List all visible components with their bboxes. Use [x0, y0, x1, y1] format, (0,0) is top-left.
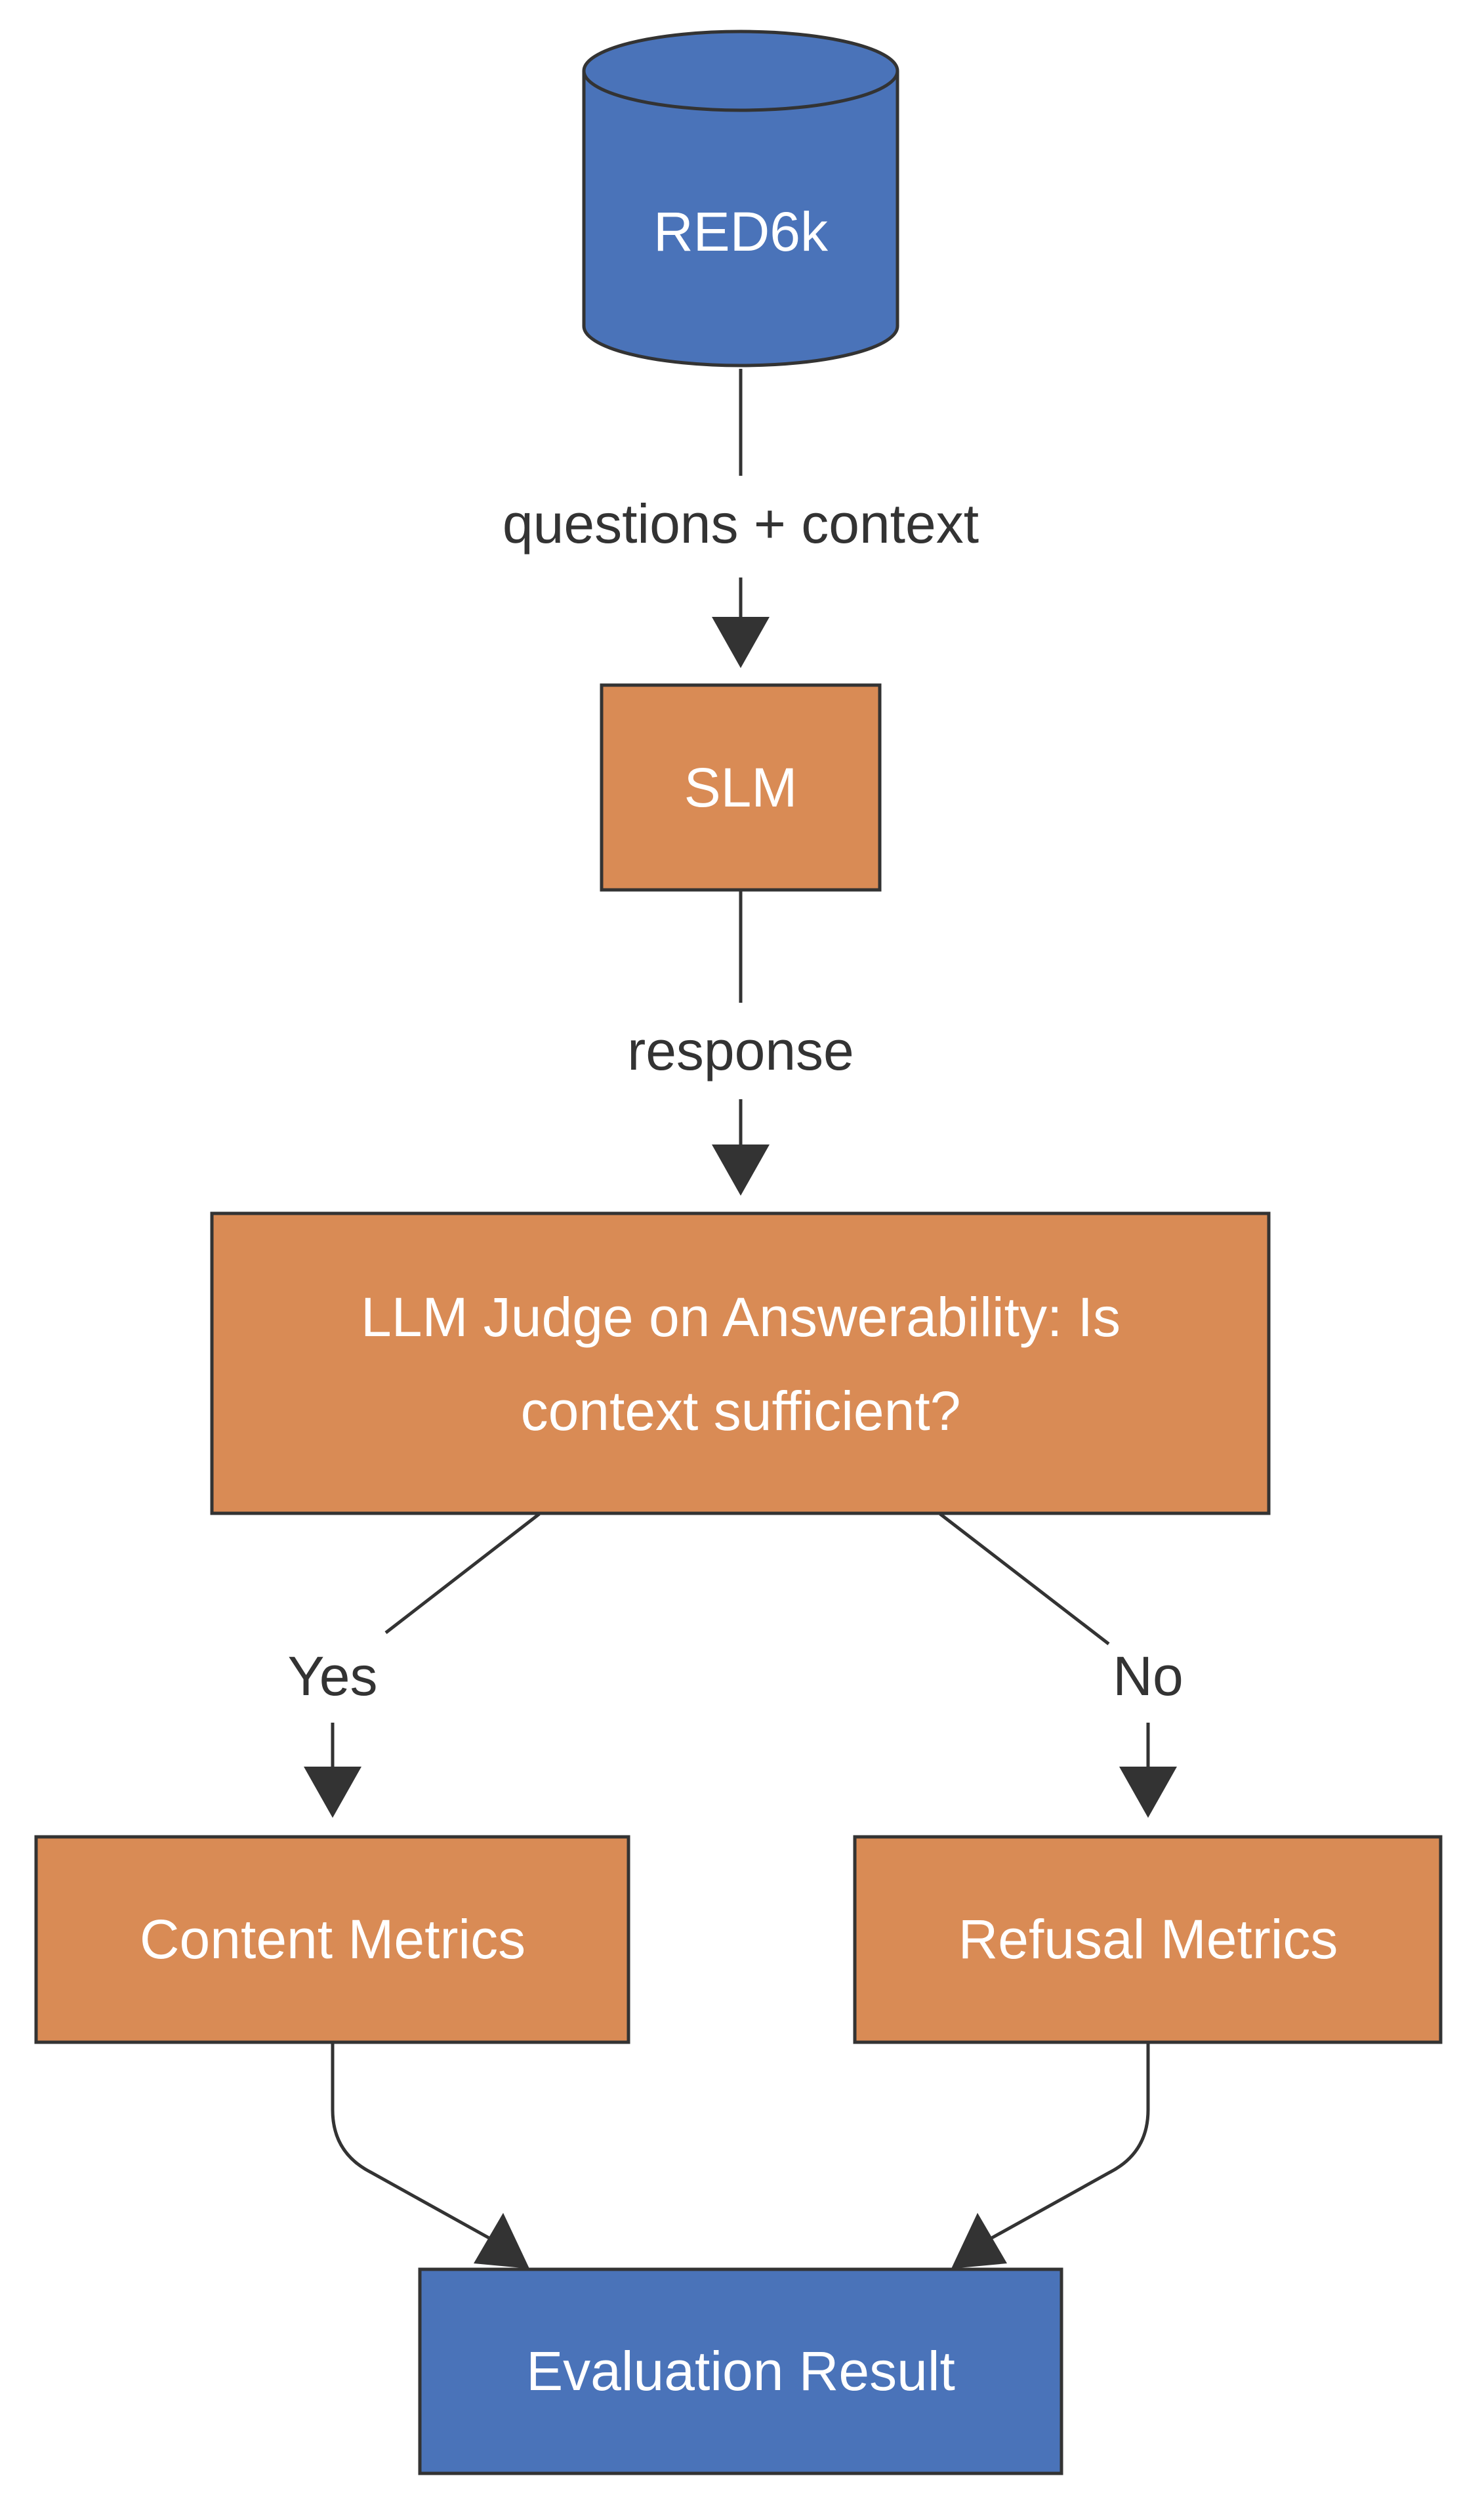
- node-label-judge-line2: context sufficient?: [521, 1380, 961, 1442]
- node-refusal-metrics: Refusal Metrics: [853, 1835, 1443, 2044]
- edge-line: [384, 1513, 541, 1634]
- node-label-content-metrics: Content Metrics: [140, 1908, 525, 1970]
- database-top: [582, 30, 899, 112]
- edge-label-questions-context: questions + context: [503, 493, 979, 555]
- node-label-slm: SLM: [684, 757, 798, 818]
- node-box: [853, 1835, 1443, 2044]
- edge-line: [939, 1513, 1110, 1645]
- edge-line: [991, 2042, 1150, 2240]
- arrowhead-icon: [951, 2213, 1007, 2269]
- node-content-metrics: Content Metrics: [34, 1835, 630, 2044]
- node-label-evaluation-result: Evaluation Result: [526, 2340, 955, 2402]
- edge-label-no: No: [1113, 1645, 1183, 1707]
- edge-judge-yes: Yes: [287, 1513, 541, 1818]
- arrowhead-icon: [712, 1144, 770, 1196]
- node-dataset: RED6k: [582, 30, 899, 368]
- node-label-refusal-metrics: Refusal Metrics: [958, 1908, 1338, 1970]
- arrowhead-icon: [304, 1767, 361, 1818]
- arrowhead-icon: [474, 2213, 529, 2269]
- node-box: [210, 1211, 1271, 1515]
- node-llm-judge: LLM Judge on Answerability: Is context s…: [210, 1211, 1271, 1515]
- node-slm: SLM: [600, 683, 882, 892]
- node-box: [34, 1835, 630, 2044]
- arrowhead-icon: [1119, 1767, 1177, 1818]
- arrowhead-icon: [712, 617, 770, 668]
- edge-refusal-to-result: [951, 2042, 1150, 2269]
- edge-line: [331, 2042, 490, 2240]
- node-box: [600, 683, 882, 892]
- node-label-judge-line1: LLM Judge on Answerability: Is: [361, 1286, 1121, 1348]
- edge-label-yes: Yes: [287, 1645, 377, 1707]
- edge-slm-to-judge: response: [627, 891, 854, 1196]
- database-icon: [582, 71, 899, 368]
- node-evaluation-result: Evaluation Result: [418, 2267, 1063, 2475]
- node-label-dataset: RED6k: [653, 201, 829, 262]
- edge-content-to-result: [331, 2042, 529, 2269]
- edge-dataset-to-slm: questions + context: [503, 369, 979, 668]
- edge-label-response: response: [627, 1020, 854, 1082]
- node-box: [418, 2267, 1063, 2475]
- edge-judge-no: No: [939, 1513, 1184, 1818]
